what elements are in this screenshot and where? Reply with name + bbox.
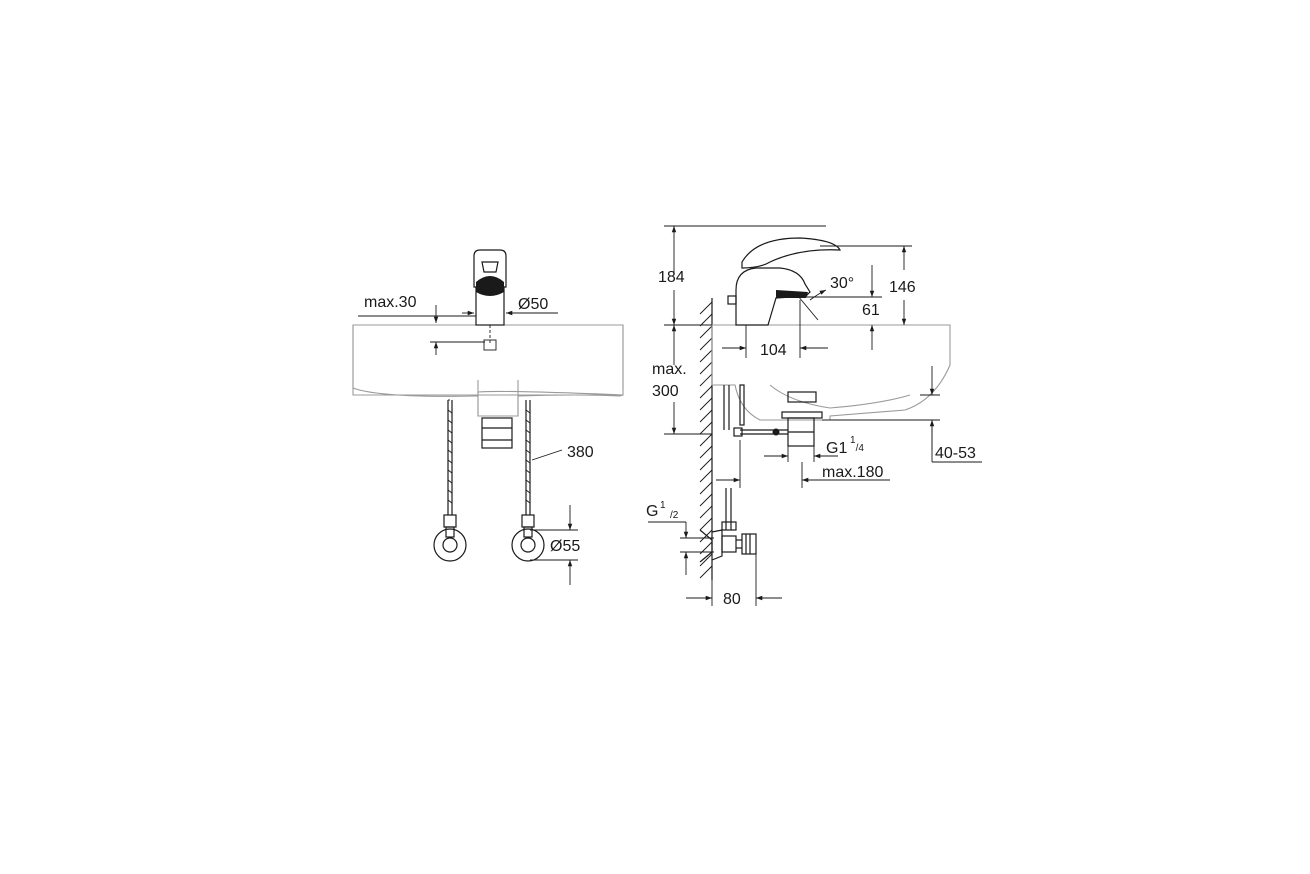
dim-104-label: 104 xyxy=(760,342,787,359)
dim-184-label: 184 xyxy=(658,269,685,286)
dim-300-label: 300 xyxy=(652,383,679,400)
dim-80-label: 80 xyxy=(723,591,741,608)
dim-146-label: 146 xyxy=(889,279,916,296)
dim-g-half-label: G xyxy=(646,503,658,520)
dim-max180-label: max.180 xyxy=(822,464,883,481)
dim-dia55-label: Ø55 xyxy=(550,538,580,555)
dim-30deg-label: 30° xyxy=(830,275,854,292)
side-basin xyxy=(712,324,951,421)
front-waste-tail xyxy=(481,417,513,449)
dim-g1-label: G1 xyxy=(826,440,847,457)
front-hose-left xyxy=(443,399,457,528)
front-valve-left xyxy=(433,526,467,562)
dim-dia50-label: Ø50 xyxy=(518,296,548,313)
dim-max30-label: max.30 xyxy=(364,294,417,311)
dim-40-53-label: 40-53 xyxy=(935,445,976,462)
front-tap xyxy=(473,249,507,351)
dim-g1-fraction: 1/4 xyxy=(850,435,864,454)
dim-g-half-fraction-num: 1 xyxy=(660,500,666,511)
front-basin-rim xyxy=(352,325,479,397)
dim-61-label: 61 xyxy=(862,302,880,319)
front-hose-right xyxy=(521,400,535,528)
front-basin xyxy=(352,324,624,417)
side-tap xyxy=(727,237,841,326)
front-view: max.30 Ø50 380 xyxy=(352,249,624,585)
dim-g-half-fraction-den: /2 xyxy=(670,510,679,521)
front-valve-right xyxy=(511,526,545,562)
dim-max-label: max. xyxy=(652,361,687,378)
side-waste-fitting xyxy=(723,384,823,447)
side-angle-valve xyxy=(699,488,757,563)
dim-380-label: 380 xyxy=(567,444,594,461)
side-view: 184 146 30° 61 104 max. 300 xyxy=(646,225,982,608)
